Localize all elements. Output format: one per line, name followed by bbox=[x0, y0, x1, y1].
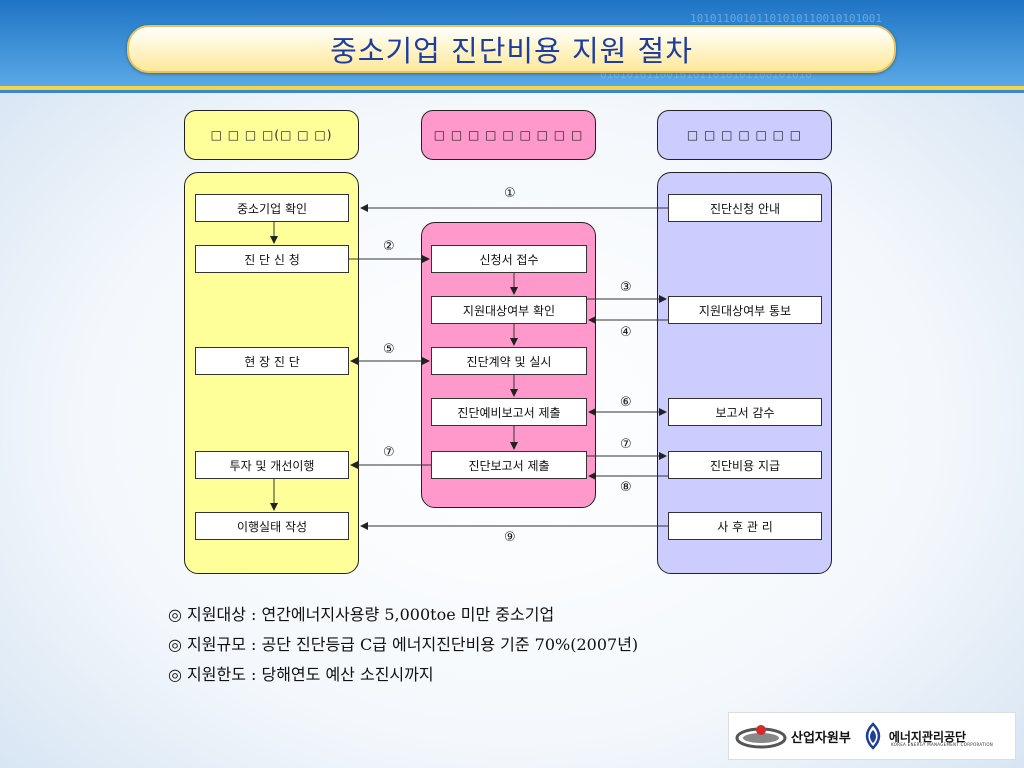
note-target: ◎ 지원대상 : 연간에너지사용량 5,000toe 미만 중소기업 bbox=[168, 605, 555, 624]
step-final-report: 진단보고서 제출 bbox=[431, 451, 587, 479]
flow-number-6: ⑥ bbox=[620, 395, 632, 410]
ministry-logo-text: 산업자원부 bbox=[791, 730, 851, 746]
step-report-review: 보고서 감수 bbox=[668, 398, 822, 426]
flow-number-9: ⑨ bbox=[504, 530, 516, 545]
svg-text:10101100101101010110010101001: 10101100101101010110010101001 bbox=[690, 12, 882, 25]
step-cost-payment: 진단비용 지급 bbox=[668, 451, 822, 479]
agency-emblem-icon bbox=[865, 722, 881, 750]
step-investment-improvement: 투자 및 개선이행 bbox=[195, 451, 349, 479]
step-implementation-report: 이행실태 작성 bbox=[195, 512, 349, 540]
step-application-guide: 진단신청 안내 bbox=[668, 194, 822, 222]
column-right bbox=[657, 172, 832, 574]
agency-logo-text: 에너지관리공단 bbox=[888, 729, 967, 744]
flow-number-7-right: ⑦ bbox=[620, 437, 632, 452]
step-follow-up: 사 후 관 리 bbox=[668, 512, 822, 540]
ministry-emblem-icon bbox=[735, 725, 787, 749]
step-preliminary-report: 진단예비보고서 제출 bbox=[431, 398, 587, 426]
header-left: □ □ □ □(□ □ □) bbox=[184, 110, 359, 160]
agency-logo-english: KOREA ENERGY MANAGEMENT CORPORATION bbox=[891, 742, 994, 747]
flow-number-3: ③ bbox=[620, 280, 632, 295]
header-right: □ □ □ □ □ □ □ bbox=[657, 110, 832, 160]
step-site-diagnosis: 현 장 진 단 bbox=[195, 347, 349, 375]
flow-number-2: ② bbox=[383, 239, 395, 254]
step-apply-diagnosis: 진 단 신 청 bbox=[195, 245, 349, 273]
step-sme-confirm: 중소기업 확인 bbox=[195, 194, 349, 222]
header-middle: □ □ □ □ □ □ □ □ □ bbox=[421, 110, 596, 160]
note-limit: ◎ 지원한도 : 당해연도 예산 소진시까지 bbox=[168, 665, 434, 684]
flow-number-1: ① bbox=[504, 186, 516, 201]
flow-number-4: ④ bbox=[620, 325, 632, 340]
flow-number-8: ⑧ bbox=[620, 480, 632, 495]
slide-title: 중소기업 진단비용 지원 절차 bbox=[330, 34, 693, 68]
step-contract-execution: 진단계약 및 실시 bbox=[431, 347, 587, 375]
step-eligibility-notice: 지원대상여부 통보 bbox=[668, 296, 822, 324]
logo-panel: 산업자원부 에너지관리공단 KOREA ENERGY MANAGEMENT CO… bbox=[728, 712, 1016, 760]
title-banner: 중소기업 진단비용 지원 절차 bbox=[127, 25, 896, 73]
step-eligibility-check: 지원대상여부 확인 bbox=[431, 296, 587, 324]
step-receive-application: 신청서 접수 bbox=[431, 245, 587, 273]
flow-number-7-left: ⑦ bbox=[383, 445, 395, 460]
flow-number-5: ⑤ bbox=[383, 342, 395, 357]
note-scale: ◎ 지원규모 : 공단 진단등급 C급 에너지진단비용 기준 70%(2007년… bbox=[168, 635, 639, 654]
